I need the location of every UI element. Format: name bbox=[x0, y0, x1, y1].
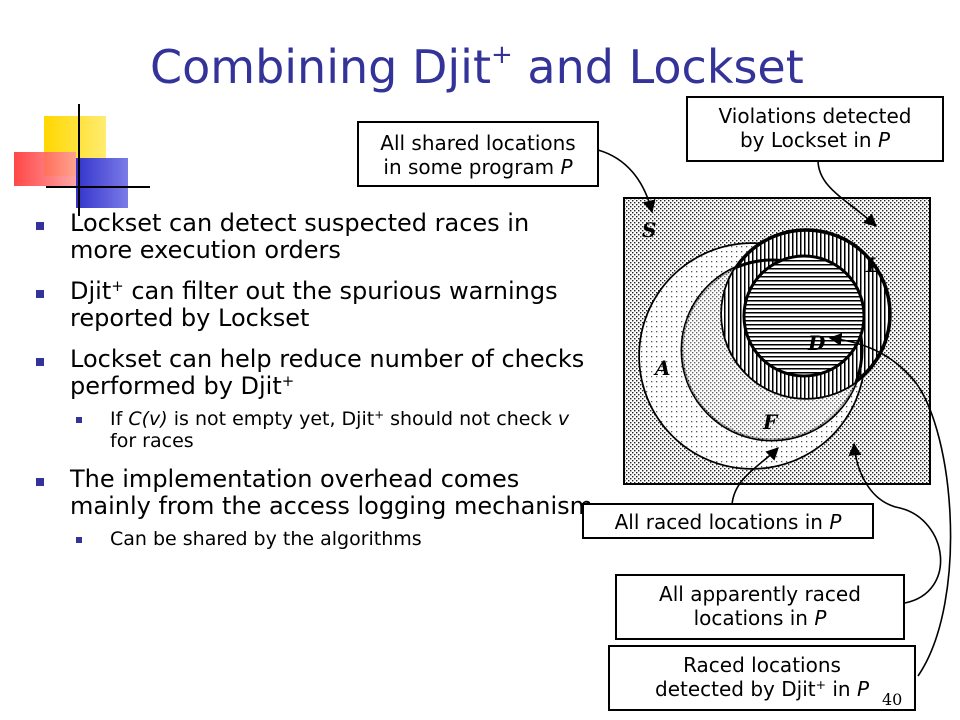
sub-bullet-item: Can be shared by the algorithms bbox=[76, 528, 596, 550]
raced-arrow bbox=[731, 447, 779, 506]
shared-arrow bbox=[597, 149, 656, 214]
slide-number: 40 bbox=[882, 690, 903, 709]
djit-arrow bbox=[828, 333, 952, 677]
bullet-item: The implementation overhead comes mainly… bbox=[36, 466, 596, 520]
apparent-arrow bbox=[848, 442, 942, 604]
bullet-list: Lockset can detect suspected races in mo… bbox=[36, 210, 596, 564]
set-s-label: S bbox=[642, 218, 656, 242]
callout-apparent-races: All apparently raced locations in P bbox=[615, 574, 905, 640]
set-d-label: D bbox=[807, 331, 826, 355]
bullet-item: Lockset can detect suspected races in mo… bbox=[36, 210, 596, 264]
callout-shared-locations: All shared locations in some program P bbox=[357, 121, 599, 187]
set-f-label: F bbox=[762, 410, 779, 434]
bullet-item: Lockset can help reduce number of checks… bbox=[36, 346, 596, 400]
callout-lockset-violations: Violations detected by Lockset in P bbox=[686, 96, 944, 162]
page-title: Combining Djit+ and Lockset bbox=[150, 40, 804, 94]
lockset-arrow bbox=[817, 159, 877, 227]
set-a-label: A bbox=[653, 356, 671, 380]
sub-bullet-item: If C(v) is not empty yet, Djit+ should n… bbox=[76, 408, 596, 452]
callout-raced-locations: All raced locations in P bbox=[582, 503, 874, 539]
bullet-item: Djit+ can filter out the spurious warnin… bbox=[36, 278, 596, 332]
callout-djit-races: Raced locations detected by Djit+ in P bbox=[608, 645, 916, 711]
set-d-circle bbox=[742, 254, 866, 378]
set-l-label: L bbox=[865, 253, 880, 277]
